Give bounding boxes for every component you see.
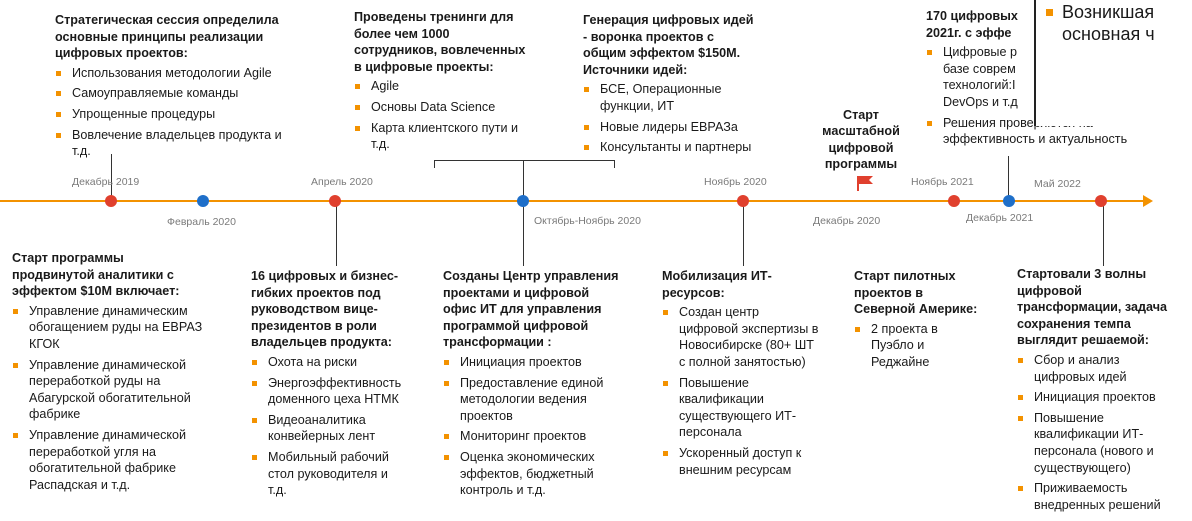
block-list: БСЕ, Операционные функции, ИТ Новые лиде…	[583, 81, 793, 155]
block-heading: Старт программы продвинутой аналитики с …	[12, 251, 180, 299]
block-north-america-pilots: Старт пилотных проектов в Северной Амери…	[854, 268, 1004, 375]
timeline-dot-nov2020	[737, 195, 749, 207]
list-item: Инициация проектов	[443, 354, 648, 371]
list-item: БСЕ, Операционные функции, ИТ	[583, 81, 793, 114]
timeline-line	[0, 200, 1150, 202]
list-item: Самоуправляемые команды	[55, 85, 325, 102]
milestone-label: Старт масштабной цифровой программы	[822, 108, 900, 172]
block-strategic-session: Стратегическая сессия определила основны…	[55, 12, 325, 164]
block-heading: Стартовали 3 волны цифровой трансформаци…	[1017, 267, 1168, 348]
connector-line	[743, 206, 744, 266]
list-item: Использования методологии Agile	[55, 65, 325, 82]
list-item: Повышение квалификации ИТ- персонала (но…	[1017, 410, 1192, 476]
block-list: Использования методологии Agile Самоупра…	[55, 65, 325, 160]
block-list: Создан центр цифровой экспертизы в Новос…	[662, 304, 842, 478]
list-item: Ускоренный доступ к внешним ресурсам	[662, 445, 842, 478]
connector-line	[336, 206, 337, 266]
list-item: 2 проекта в Пуэбло и Реджайне	[854, 321, 1004, 371]
connector-line	[434, 160, 435, 168]
date-label: Декабрь 2019	[72, 176, 140, 188]
connector-line	[523, 206, 524, 266]
block-idea-generation: Генерация цифровых идей - воронка проект…	[583, 12, 793, 160]
timeline-dot-nov2021	[948, 195, 960, 207]
block-170-projects-clip: 170 цифровых 2021г. с эффе Цифровые р ба…	[926, 8, 1192, 158]
list-item: Приживаемость внедренных решений	[1017, 480, 1192, 513]
block-heading: Проведены тренинги для более чем 1000 со…	[354, 10, 526, 74]
block-list: Agile Основы Data Science Карта клиентск…	[354, 78, 564, 152]
connector-line	[1103, 206, 1104, 266]
connector-line	[614, 160, 615, 168]
list-item: Новые лидеры ЕВРАЗа	[583, 119, 793, 136]
overlapping-slide-text: Возникшая основная ч	[1062, 2, 1155, 44]
block-heading: 170 цифровых 2021г. с эффе	[926, 9, 1018, 40]
list-item: Управление динамическим обогащением руды…	[12, 303, 237, 353]
block-heading: Мобилизация ИТ- ресурсов:	[662, 269, 772, 300]
list-item: Охота на риски	[251, 354, 431, 371]
block-list: Охота на риски Энергоэффективность домен…	[251, 354, 431, 499]
block-heading: Старт пилотных проектов в Северной Амери…	[854, 269, 978, 317]
date-label: Декабрь 2021	[966, 212, 1034, 224]
list-item: Упрощенные процедуры	[55, 106, 325, 123]
connector-line	[523, 160, 524, 198]
connector-line	[111, 154, 112, 198]
timeline-dot-dec2019	[105, 195, 117, 207]
list-item: Энергоэффективность доменного цеха НТМК	[251, 375, 431, 408]
list-item: Основы Data Science	[354, 99, 564, 116]
bullet-marker	[1046, 9, 1053, 16]
timeline-arrow-icon	[1143, 195, 1153, 207]
block-list: Цифровые р базе соврем технологий:I DevO…	[926, 44, 1192, 148]
block-trainings: Проведены тренинги для более чем 1000 со…	[354, 9, 564, 157]
list-item: Сбор и анализ цифровых идей	[1017, 352, 1192, 385]
flag-icon	[857, 176, 873, 191]
timeline-dot-apr2020	[329, 195, 341, 207]
list-item: Вовлечение владельцев продукта и т.д.	[55, 127, 325, 160]
block-list: Управление динамическим обогащением руды…	[12, 303, 237, 494]
block-16-projects: 16 цифровых и бизнес- гибких проектов по…	[251, 268, 431, 503]
block-analytics-start: Старт программы продвинутой аналитики с …	[12, 250, 237, 497]
date-label: Май 2022	[1034, 178, 1081, 190]
list-item: Управление динамической переработкой руд…	[12, 357, 237, 423]
list-item: Оценка экономических эффектов, бюджетный…	[443, 449, 648, 499]
list-item: Карта клиентского пути и т.д.	[354, 120, 564, 153]
block-list: Инициация проектов Предоставление единой…	[443, 354, 648, 499]
list-item: Создан центр цифровой экспертизы в Новос…	[662, 304, 842, 370]
block-3-waves: Стартовали 3 волны цифровой трансформаци…	[1017, 266, 1192, 517]
overlapping-slide-panel: Возникшая основная ч	[1034, 0, 1192, 126]
timeline-dot-dec2021	[1003, 195, 1015, 207]
block-heading: Созданы Центр управления проектами и циф…	[443, 269, 619, 350]
connector-line	[1008, 156, 1009, 198]
list-item: Управление динамической переработкой угл…	[12, 427, 237, 493]
block-list: Сбор и анализ цифровых идей Инициация пр…	[1017, 352, 1192, 513]
timeline-dot-feb2020	[197, 195, 209, 207]
list-item: Мобильный рабочий стол руководителя и т.…	[251, 449, 431, 499]
block-170-projects: 170 цифровых 2021г. с эффе Цифровые р ба…	[926, 8, 1192, 152]
list-item: Консультанты и партнеры	[583, 139, 793, 156]
date-label: Апрель 2020	[311, 176, 373, 188]
list-item: Предоставление единой методологии ведени…	[443, 375, 648, 425]
block-heading: 16 цифровых и бизнес- гибких проектов по…	[251, 269, 399, 350]
date-label: Декабрь 2020	[813, 215, 881, 227]
block-list: 2 проекта в Пуэбло и Реджайне	[854, 321, 1004, 371]
block-pmo-center: Созданы Центр управления проектами и циф…	[443, 268, 648, 503]
block-it-mobilization: Мобилизация ИТ- ресурсов: Создан центр ц…	[662, 268, 842, 482]
list-item: Видеоаналитика конвейерных лент	[251, 412, 431, 445]
list-item: Цифровые р базе соврем технологий:I DevO…	[926, 44, 1192, 110]
list-item: Повышение квалификации существующего ИТ-…	[662, 375, 842, 441]
timeline-dot-octnov2020	[517, 195, 529, 207]
timeline-dot-may2022	[1095, 195, 1107, 207]
date-label: Ноябрь 2020	[704, 176, 767, 188]
list-item: Agile	[354, 78, 564, 95]
connector-bracket	[434, 160, 614, 161]
date-label: Февраль 2020	[167, 216, 236, 228]
block-heading: Генерация цифровых идей - воронка проект…	[583, 13, 754, 77]
date-label: Ноябрь 2021	[911, 176, 974, 188]
list-item: Инициация проектов	[1017, 389, 1192, 406]
list-item: Мониторинг проектов	[443, 428, 648, 445]
date-label: Октябрь-Ноябрь 2020	[534, 215, 641, 227]
block-heading: Стратегическая сессия определила основны…	[55, 13, 279, 61]
